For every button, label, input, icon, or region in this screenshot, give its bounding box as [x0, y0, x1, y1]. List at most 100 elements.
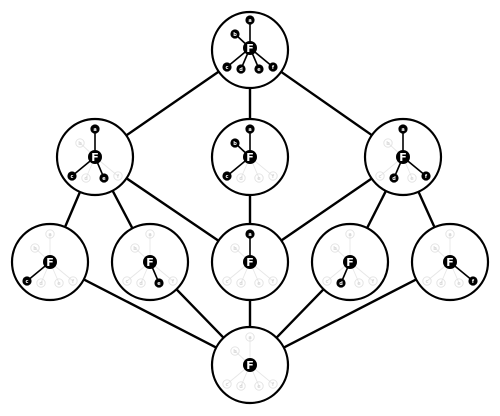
root-glyph — [43, 255, 57, 269]
root-glyph-label: F — [346, 256, 354, 269]
ghost-child-label: f — [372, 279, 375, 285]
ghost-child-label: d — [239, 176, 243, 182]
root-glyph — [243, 150, 257, 164]
ghost-child-a — [345, 229, 355, 239]
child-glyph-f — [421, 171, 431, 181]
child-glyph-d — [389, 173, 399, 183]
ghost-child-b — [383, 138, 393, 148]
ghost-child-c — [222, 276, 232, 286]
ghost-child-f — [368, 276, 378, 286]
child-glyph-e — [154, 278, 164, 288]
ghost-child-f — [268, 379, 278, 389]
root-glyph-label: F — [446, 256, 454, 269]
lattice-edge-mid-left-to-low-3 — [125, 177, 220, 242]
root-glyph — [243, 255, 257, 269]
ghost-child-label: d — [239, 281, 243, 287]
child-glyph-label: f — [272, 65, 275, 71]
root-glyph-label: F — [246, 42, 254, 55]
child-glyph-label: c — [226, 174, 229, 180]
lattice-edge-mid-right-to-low-4 — [366, 190, 387, 229]
child-glyph-label: a — [248, 127, 251, 133]
ghost-child-a — [145, 229, 155, 239]
ghost-child-f — [68, 276, 78, 286]
child-glyph-a — [245, 229, 255, 239]
child-glyph-label: a — [248, 232, 251, 238]
child-glyph-label: a — [93, 127, 96, 133]
ghost-child-e — [407, 173, 417, 183]
ghost-child-label: b — [233, 246, 237, 252]
ghost-child-c — [422, 276, 432, 286]
ghost-child-d — [36, 278, 46, 288]
lattice-edge-top-to-mid-left — [125, 70, 220, 137]
ghost-child-e — [254, 381, 264, 391]
child-glyph-a — [245, 15, 255, 25]
root-glyph-label: F — [46, 256, 54, 269]
child-glyph-label: b — [233, 141, 237, 147]
root-glyph — [88, 150, 102, 164]
ghost-child-c — [322, 276, 332, 286]
ghost-child-f — [268, 276, 278, 286]
ghost-child-c — [122, 276, 132, 286]
lattice-edge-mid-right-to-low-5 — [417, 191, 436, 228]
child-glyph-label: c — [26, 279, 29, 285]
ghost-child-b — [430, 243, 440, 253]
ghost-child-label: b — [78, 141, 82, 147]
child-glyph-e — [99, 173, 109, 183]
ghost-child-b — [230, 243, 240, 253]
ghost-child-label: c — [126, 279, 129, 285]
child-glyph-label: c — [71, 174, 74, 180]
child-glyph-a — [90, 124, 100, 134]
ghost-child-label: e — [410, 176, 414, 182]
child-glyph-c — [67, 171, 77, 181]
ghost-child-d — [436, 278, 446, 288]
ghost-child-label: d — [84, 176, 88, 182]
ghost-child-label: f — [272, 174, 275, 180]
child-glyph-f — [268, 62, 278, 72]
lattice-edges — [63, 70, 436, 349]
child-glyph-label: b — [233, 32, 237, 38]
ghost-child-c — [375, 171, 385, 181]
lattice-edge-low-2-to-bottom — [175, 288, 225, 339]
ghost-child-label: f — [72, 279, 75, 285]
ghost-child-e — [54, 278, 64, 288]
lattice-edge-low-1-to-bottom — [83, 278, 217, 349]
ghost-child-label: a — [348, 232, 351, 238]
root-glyph-label: F — [246, 359, 254, 372]
ghost-child-label: a — [148, 232, 151, 238]
ghost-child-label: f — [272, 382, 275, 388]
ghost-child-label: f — [172, 279, 175, 285]
ghost-child-label: c — [326, 279, 329, 285]
lattice-edge-mid-left-to-low-1 — [63, 191, 82, 228]
ghost-child-b — [230, 346, 240, 356]
root-glyph-label: F — [246, 151, 254, 164]
child-glyph-a — [398, 124, 408, 134]
root-glyph — [143, 255, 157, 269]
child-glyph-b — [230, 29, 240, 39]
child-glyph-label: f — [425, 174, 428, 180]
ghost-child-e — [254, 173, 264, 183]
lattice-edge-top-to-mid-right — [280, 70, 373, 137]
ghost-child-d — [136, 278, 146, 288]
child-glyph-label: e — [102, 176, 106, 182]
ghost-child-label: a — [48, 232, 51, 238]
child-glyph-c — [22, 276, 32, 286]
lattice-edge-mid-right-to-low-3 — [280, 177, 373, 242]
root-glyph — [443, 255, 457, 269]
ghost-child-label: d — [439, 281, 443, 287]
ghost-child-f — [168, 276, 178, 286]
lattice-edge-low-5-to-bottom — [283, 278, 417, 349]
ghost-child-d — [236, 173, 246, 183]
root-glyph-label: F — [146, 256, 154, 269]
ghost-child-label: d — [39, 281, 43, 287]
child-glyph-f — [468, 276, 478, 286]
